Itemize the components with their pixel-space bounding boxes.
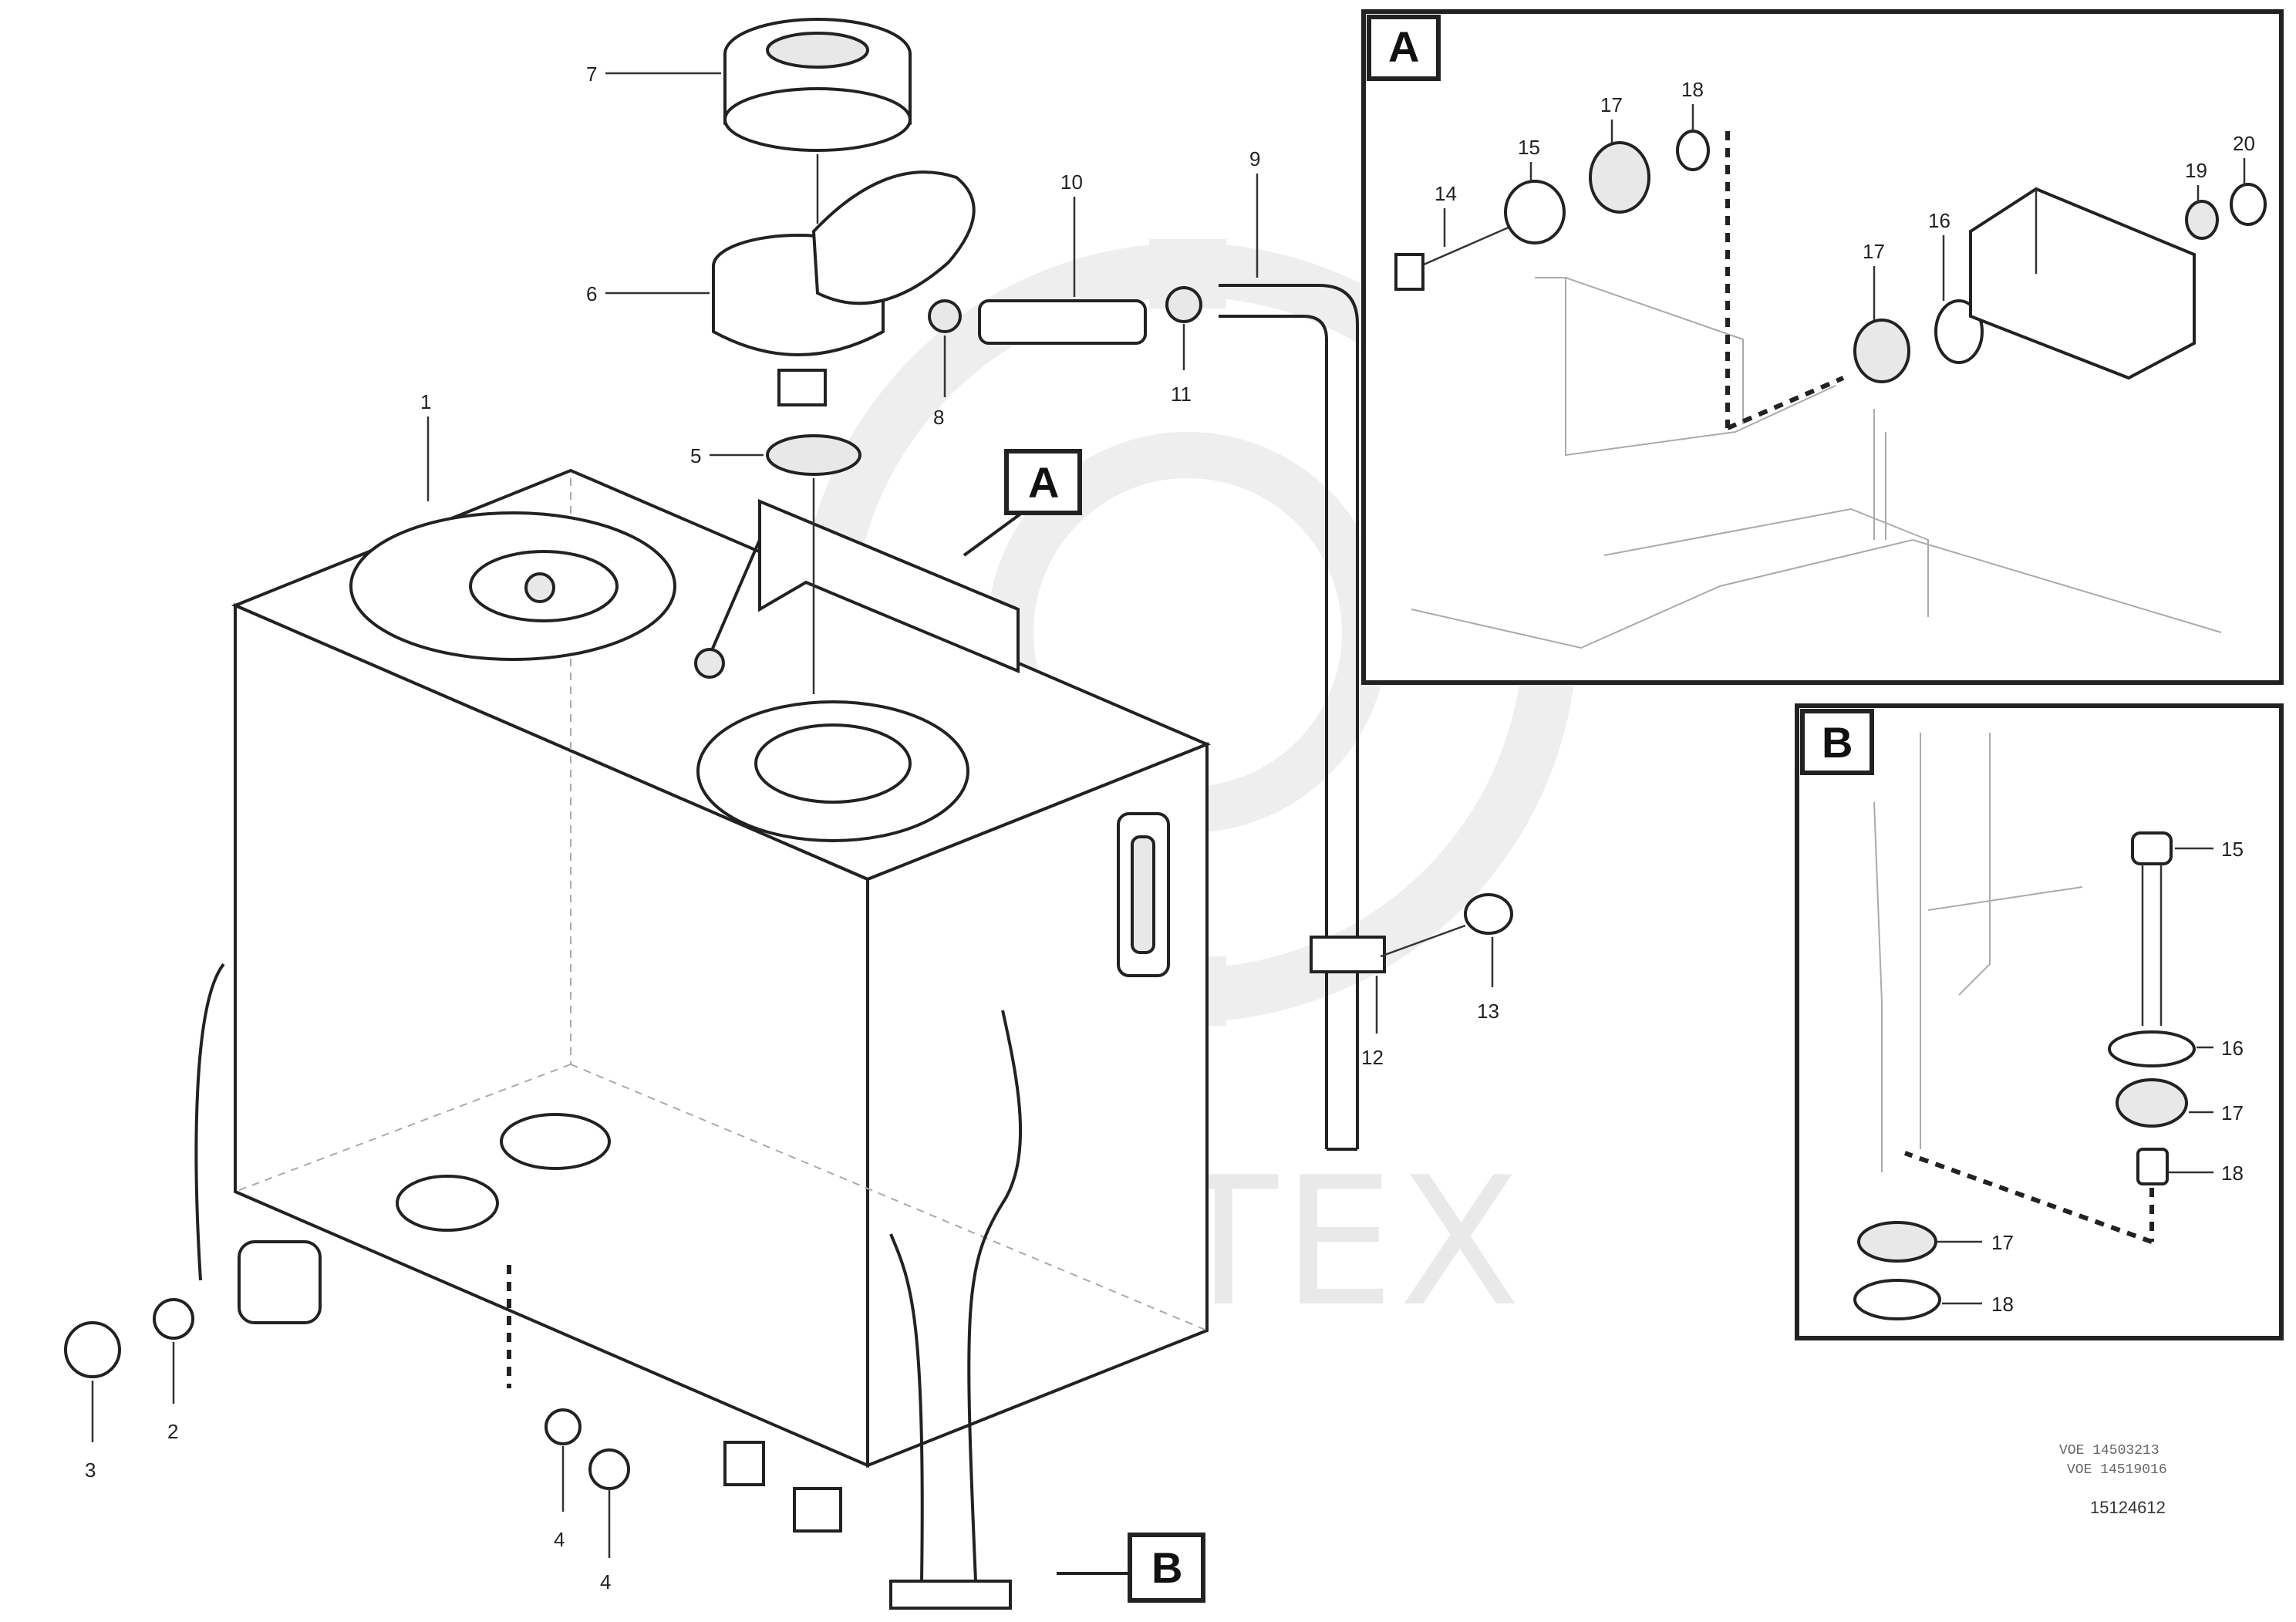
breather-hose (928, 284, 1359, 1151)
callout-2: 2 (167, 1420, 178, 1443)
view-a-frame-label: A (1388, 22, 1419, 71)
detail-a-callout-17a: 17 (1600, 93, 1623, 116)
detail-a-callout-16: 16 (1928, 209, 1950, 232)
callout-1: 1 (420, 390, 431, 413)
view-b-marker-label: B (1151, 1543, 1182, 1592)
drain-fittings (507, 1265, 842, 1533)
callout-7: 7 (586, 62, 597, 86)
detail-b-callout-15: 15 (2221, 838, 2244, 861)
cover-flange-right (696, 700, 969, 842)
filler-neck (712, 170, 976, 406)
sight-glass (1117, 812, 1170, 977)
plug-fastener (64, 1298, 194, 1442)
mounting-bracket (694, 498, 1020, 679)
reference-line-3: 15124612 (2090, 1498, 2166, 1517)
detail-b-callout-18b: 18 (1991, 1293, 2014, 1316)
callout-3: 3 (85, 1458, 96, 1482)
callout-4a: 4 (554, 1528, 565, 1551)
view-b-frame-label: B (1822, 718, 1853, 767)
outlet-pipe (194, 963, 611, 1324)
detail-a-callout-17b: 17 (1863, 240, 1885, 263)
callout-12: 12 (1361, 1046, 1384, 1069)
detail-a-callout-15: 15 (1518, 136, 1540, 159)
detail-b-callout-16: 16 (2221, 1037, 2244, 1060)
cover-flange-left (349, 511, 676, 661)
callout-5: 5 (690, 444, 701, 467)
filler-seal (766, 434, 861, 694)
detail-b-callout-17a: 17 (2221, 1101, 2244, 1125)
callout-10: 10 (1060, 170, 1083, 194)
reference-line-1: VOE 14503213 (2059, 1443, 2159, 1458)
filler-cap (723, 18, 912, 152)
drawing-reference: VOE 14503213 VOE 14519016 15124612 (2059, 1443, 2167, 1517)
callout-4b: 4 (600, 1570, 611, 1593)
view-a-marker-label: A (1028, 458, 1059, 507)
callout-13: 13 (1477, 1000, 1499, 1023)
pipe-clamp (1310, 893, 1513, 1034)
detail-a-callout-18a: 18 (1681, 78, 1704, 101)
view-a-marker: A (963, 449, 1082, 557)
detail-view-b: B 15 16 17 18 17 18 (1795, 703, 2284, 1340)
callout-8: 8 (933, 406, 944, 429)
detail-view-a: A 14 15 17 18 19 20 (1361, 9, 2284, 685)
reference-line-2: VOE 14519016 (2067, 1462, 2167, 1478)
view-b-marker: B (1057, 1533, 1205, 1603)
detail-a-callout-14: 14 (1435, 182, 1457, 205)
callout-9: 9 (1249, 147, 1260, 170)
detail-b-callout-17b: 17 (1991, 1231, 2014, 1254)
detail-a-callout-19: 19 (2185, 159, 2207, 182)
callout-11: 11 (1171, 383, 1192, 406)
main-callouts: 7 6 5 1 10 9 8 11 12 13 3 2 4 4 (85, 62, 1499, 1593)
return-pipe (889, 1010, 1023, 1610)
callout-6: 6 (586, 282, 597, 305)
mounting-bolts (544, 1408, 630, 1558)
detail-a-callout-20: 20 (2233, 132, 2255, 155)
detail-b-callout-18a: 18 (2221, 1162, 2244, 1185)
